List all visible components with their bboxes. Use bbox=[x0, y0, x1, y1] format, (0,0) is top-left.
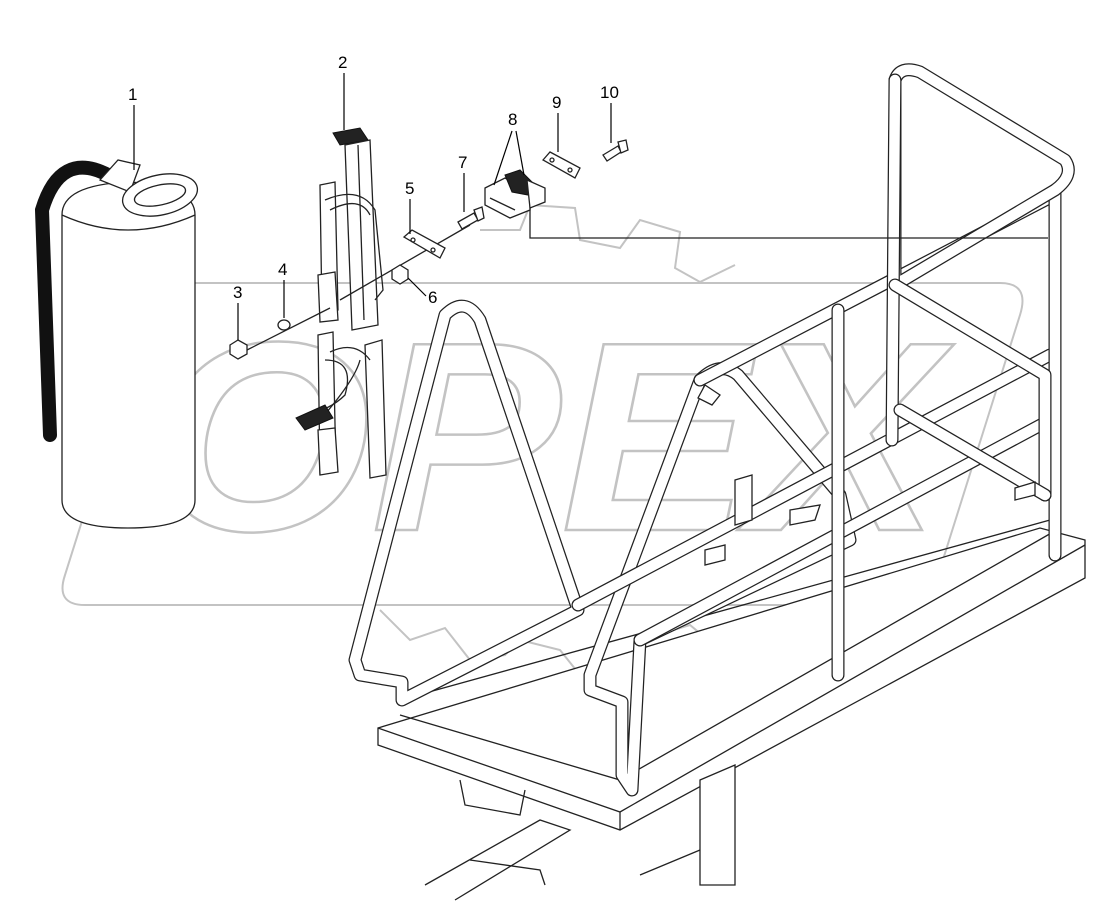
callout-4: 4 bbox=[278, 260, 287, 279]
watermark-gear-top bbox=[480, 203, 736, 284]
callout-9: 9 bbox=[552, 93, 561, 112]
mounting-bracket bbox=[295, 127, 387, 479]
bolt-10 bbox=[602, 145, 622, 162]
nut-6 bbox=[391, 264, 409, 285]
platform-deck bbox=[377, 527, 1086, 831]
platform-assembly bbox=[348, 63, 1086, 901]
plate-5 bbox=[402, 229, 446, 259]
callout-6: 6 bbox=[428, 288, 437, 307]
plate-9 bbox=[541, 151, 581, 179]
support-post bbox=[699, 764, 736, 886]
nut-3 bbox=[229, 339, 248, 360]
callout-8: 8 bbox=[508, 110, 517, 129]
extinguisher-body bbox=[61, 181, 196, 529]
extinguisher-hose bbox=[34, 160, 115, 442]
callout-1: 1 bbox=[128, 85, 137, 104]
callout-10: 10 bbox=[600, 83, 619, 102]
callout-7: 7 bbox=[458, 153, 467, 172]
fire-extinguisher bbox=[34, 159, 199, 529]
callout-5: 5 bbox=[405, 179, 414, 198]
washer-4 bbox=[277, 319, 291, 331]
callouts: 1 2 3 4 5 6 7 8 9 10 bbox=[128, 53, 619, 340]
callout-3: 3 bbox=[233, 283, 242, 302]
callout-2: 2 bbox=[338, 53, 347, 72]
hardware bbox=[229, 139, 629, 360]
